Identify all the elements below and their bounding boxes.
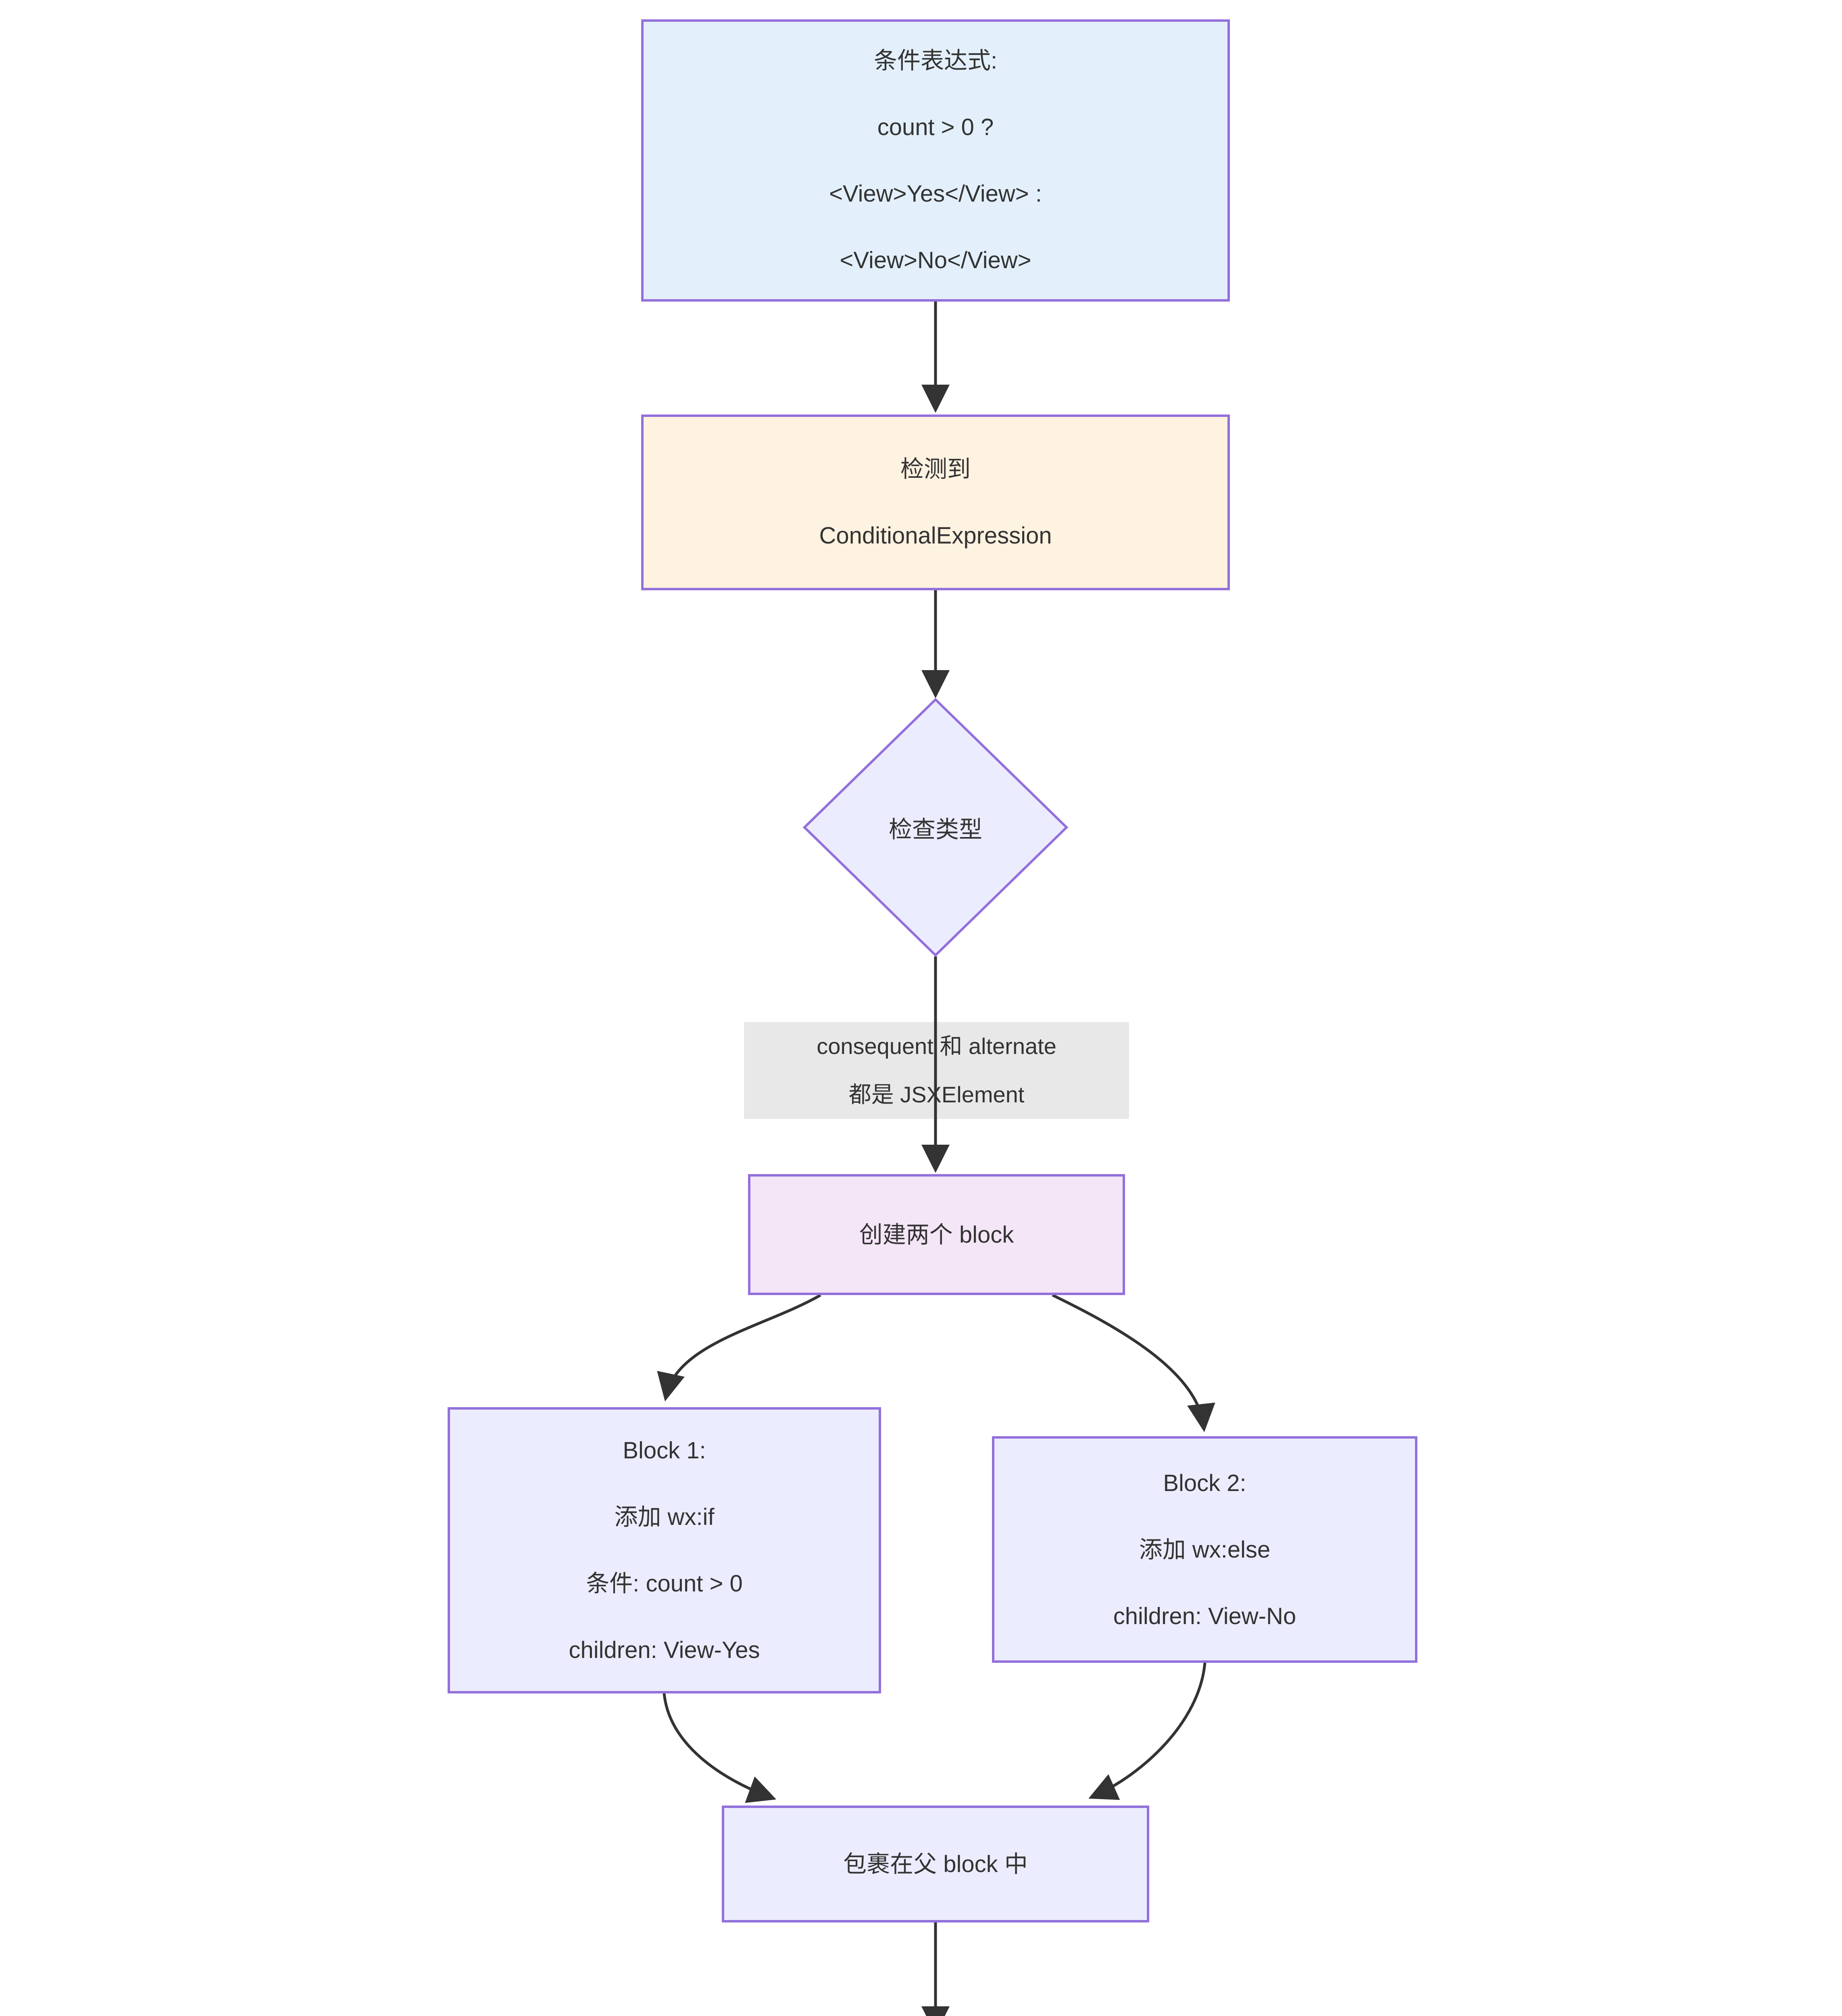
node-line: children: View-No bbox=[1113, 1603, 1296, 1629]
edge-block1-to-wrap bbox=[663, 1693, 777, 1803]
edge-create-to-block1 bbox=[657, 1293, 821, 1402]
node-line: children: View-Yes bbox=[569, 1637, 760, 1663]
edge-label-line: 都是 JSXElement bbox=[848, 1082, 1025, 1107]
node-create-two-blocks: 创建两个 block bbox=[748, 1174, 1125, 1295]
node-line: 添加 wx:else bbox=[1139, 1536, 1271, 1563]
node-line: 条件: count > 0 bbox=[586, 1570, 743, 1597]
edge-create-to-block2 bbox=[1052, 1293, 1215, 1432]
node-line: Block 2: bbox=[1163, 1470, 1246, 1496]
check-type-diamond bbox=[802, 698, 1069, 957]
node-line: Block 1: bbox=[623, 1437, 706, 1464]
node-line: 添加 wx:if bbox=[614, 1504, 715, 1530]
node-line: <View>No</View> bbox=[840, 247, 1031, 273]
node-line: 包裹在父 block 中 bbox=[843, 1851, 1028, 1877]
node-line: 条件表达式: bbox=[873, 48, 998, 74]
node-check-type-label: 检查类型 bbox=[888, 816, 982, 843]
node-line: <View>Yes</View> : bbox=[829, 181, 1042, 207]
node-conditional-expression: 条件表达式: count > 0 ? <View>Yes</View> : <V… bbox=[641, 19, 1230, 302]
node-line: ConditionalExpression bbox=[819, 523, 1052, 549]
node-line: count > 0 ? bbox=[877, 114, 994, 140]
edge-label-line: consequent 和 alternate bbox=[817, 1033, 1056, 1059]
node-wrap-in-parent-block: 包裹在父 block 中 bbox=[722, 1806, 1149, 1922]
edge-block2-to-wrap bbox=[1088, 1662, 1206, 1800]
node-detected-conditional-expression: 检测到 ConditionalExpression bbox=[641, 414, 1230, 590]
node-line: 创建两个 block bbox=[859, 1221, 1014, 1248]
node-block1-wx-if: Block 1: 添加 wx:if 条件: count > 0 children… bbox=[448, 1407, 881, 1693]
edge-label-consequent-alternate: consequent 和 alternate 都是 JSXElement bbox=[744, 1022, 1129, 1119]
node-line: 检测到 bbox=[900, 456, 971, 482]
node-block2-wx-else: Block 2: 添加 wx:else children: View-No bbox=[992, 1436, 1417, 1663]
